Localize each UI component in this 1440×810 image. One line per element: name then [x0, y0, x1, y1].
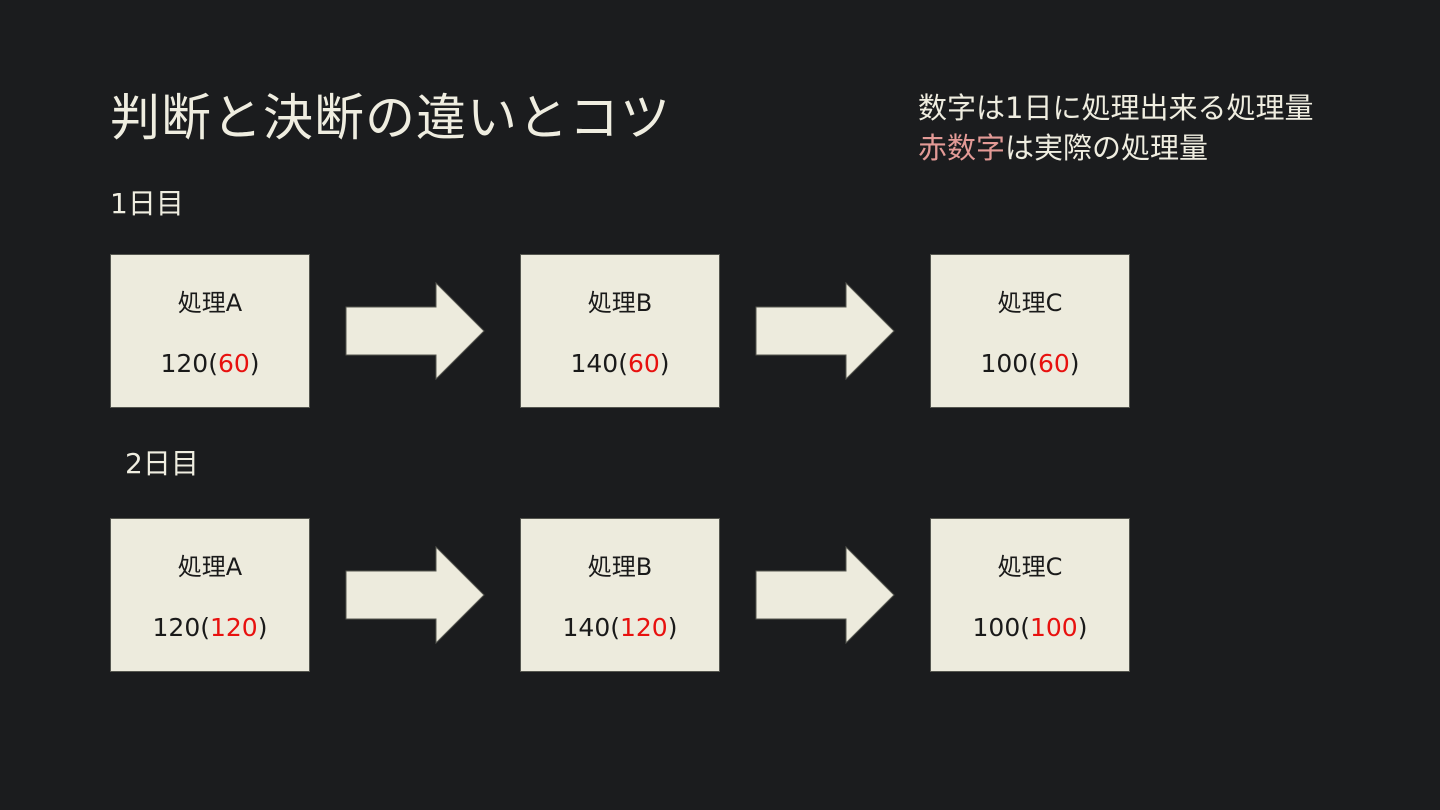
actual-value: 120 [620, 613, 668, 642]
flow-arrow-icon [755, 282, 895, 380]
process-name: 処理A [177, 289, 243, 317]
process-value: 140(120) [562, 613, 678, 642]
slide-title: 判断と決断の違いとコツ [110, 89, 671, 147]
process-box-c: 処理C 100(60) [930, 254, 1130, 408]
legend-line-2: 赤数字は実際の処理量 [918, 128, 1313, 168]
capacity-value: 120 [160, 349, 209, 378]
day-1-label: 1日目 [110, 187, 184, 220]
capacity-value: 140 [570, 349, 619, 378]
legend-red-text: 赤数字 [918, 131, 1006, 165]
legend-rest-text: は実際の処理量 [1005, 131, 1209, 165]
process-box-a: 処理A 120(60) [110, 254, 310, 408]
day-2-flow: 処理A 120(120) 処理B 140(120) 処理C 100(100) [110, 518, 1140, 672]
process-name: 処理B [587, 289, 653, 317]
process-value: 100(60) [980, 349, 1080, 378]
process-box-a: 処理A 120(120) [110, 518, 310, 672]
process-name: 処理B [587, 553, 653, 581]
process-name: 処理C [997, 289, 1063, 317]
process-value: 120(60) [160, 349, 260, 378]
day-1-flow: 処理A 120(60) 処理B 140(60) 処理C 100(60) [110, 254, 1140, 408]
process-value: 120(120) [152, 613, 268, 642]
process-box-c: 処理C 100(100) [930, 518, 1130, 672]
flow-arrow-icon [755, 546, 895, 644]
capacity-value: 140 [562, 613, 611, 642]
process-name: 処理A [177, 553, 243, 581]
actual-value: 120 [210, 613, 258, 642]
capacity-value: 120 [152, 613, 201, 642]
process-value: 100(100) [972, 613, 1088, 642]
process-box-b: 処理B 140(60) [520, 254, 720, 408]
process-value: 140(60) [570, 349, 670, 378]
legend: 数字は1日に処理出来る処理量 赤数字は実際の処理量 [918, 88, 1313, 168]
capacity-value: 100 [972, 613, 1021, 642]
actual-value: 60 [217, 349, 250, 378]
process-box-b: 処理B 140(120) [520, 518, 720, 672]
capacity-value: 100 [980, 349, 1029, 378]
day-2-label: 2日目 [125, 447, 199, 480]
actual-value: 100 [1030, 613, 1078, 642]
legend-line-1: 数字は1日に処理出来る処理量 [918, 91, 1314, 125]
actual-value: 60 [627, 349, 660, 378]
flow-arrow-icon [345, 282, 485, 380]
process-name: 処理C [997, 553, 1063, 581]
actual-value: 60 [1037, 349, 1070, 378]
flow-arrow-icon [345, 546, 485, 644]
